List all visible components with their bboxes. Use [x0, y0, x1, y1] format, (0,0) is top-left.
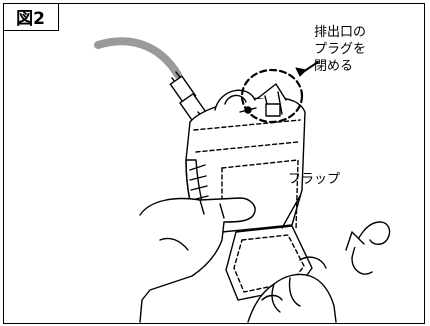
- left-hand: [247, 256, 337, 323]
- plug-text-line-1: 排出口の: [314, 25, 367, 40]
- plug-text-line-2: プラグを: [314, 42, 367, 57]
- flap-leader-line: [281, 195, 301, 229]
- figure-label: 図2: [3, 3, 59, 31]
- plug-text-line-3: 閉める: [314, 59, 354, 74]
- flap-label: フラップ: [288, 172, 341, 187]
- plug-instruction-text: 排出口の プラグを 閉める: [314, 24, 366, 75]
- plug-highlight-circle: [240, 68, 304, 124]
- drain-tube: [94, 37, 213, 129]
- fold-arrow: [345, 221, 391, 275]
- right-hand: [139, 197, 256, 323]
